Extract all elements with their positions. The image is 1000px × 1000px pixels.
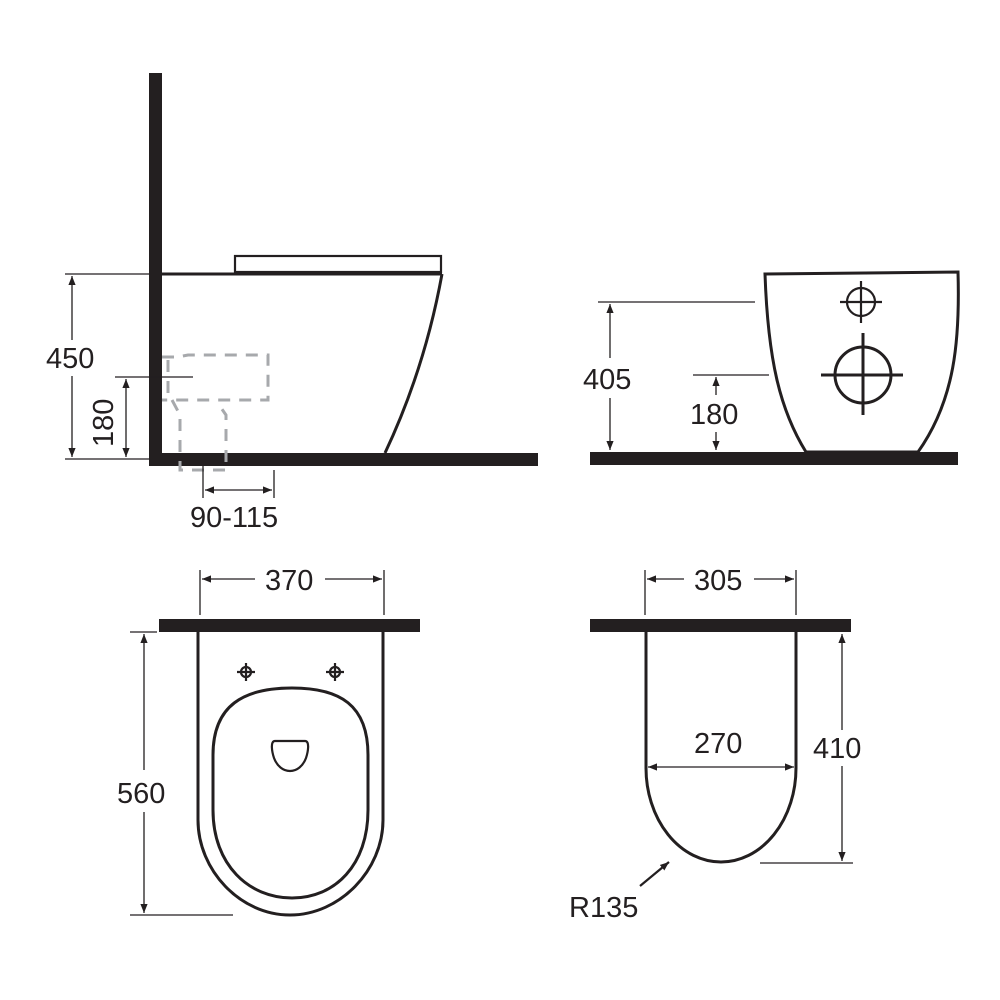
dim-overall-depth: 560 bbox=[117, 778, 165, 810]
wall bbox=[149, 73, 162, 466]
fixing-point-left-icon bbox=[237, 663, 255, 681]
footprint-view: 305 270 410 R135 bbox=[569, 565, 861, 924]
dim-outlet-offset: 90-115 bbox=[190, 502, 278, 534]
dim-inner-width: 270 bbox=[694, 728, 742, 760]
dim-side-outlet-height: 180 bbox=[88, 399, 120, 447]
bowl-profile bbox=[383, 273, 444, 454]
top-bowl-outline bbox=[196, 632, 385, 917]
dim-inlet-height: 405 bbox=[583, 364, 631, 396]
rear-bowl-outline bbox=[763, 270, 960, 454]
flush-button bbox=[270, 739, 310, 773]
dim-overall-width: 370 bbox=[265, 565, 313, 597]
wall-footprint bbox=[590, 619, 851, 632]
rear-view: 405 180 bbox=[583, 270, 960, 465]
dim-base-depth: 410 bbox=[813, 733, 861, 765]
dim-radius: R135 bbox=[569, 892, 638, 924]
outlet-crosshair-icon bbox=[821, 333, 903, 415]
wall-top bbox=[159, 619, 420, 632]
top-view: 370 560 bbox=[117, 565, 420, 917]
seat-lid bbox=[233, 254, 443, 274]
side-view: 450 180 90-115 bbox=[46, 73, 538, 534]
fixing-point-right-icon bbox=[326, 663, 344, 681]
inlet-crosshair-icon bbox=[840, 281, 882, 323]
dim-rear-outlet-height: 180 bbox=[690, 399, 738, 431]
floor bbox=[149, 453, 538, 466]
footprint-outline bbox=[644, 632, 798, 864]
hidden-outlet-pipe bbox=[162, 353, 270, 402]
dim-base-width: 305 bbox=[694, 565, 742, 597]
dim-side-height: 450 bbox=[46, 343, 94, 375]
floor-rear bbox=[590, 452, 958, 465]
seat-ring bbox=[211, 686, 370, 900]
